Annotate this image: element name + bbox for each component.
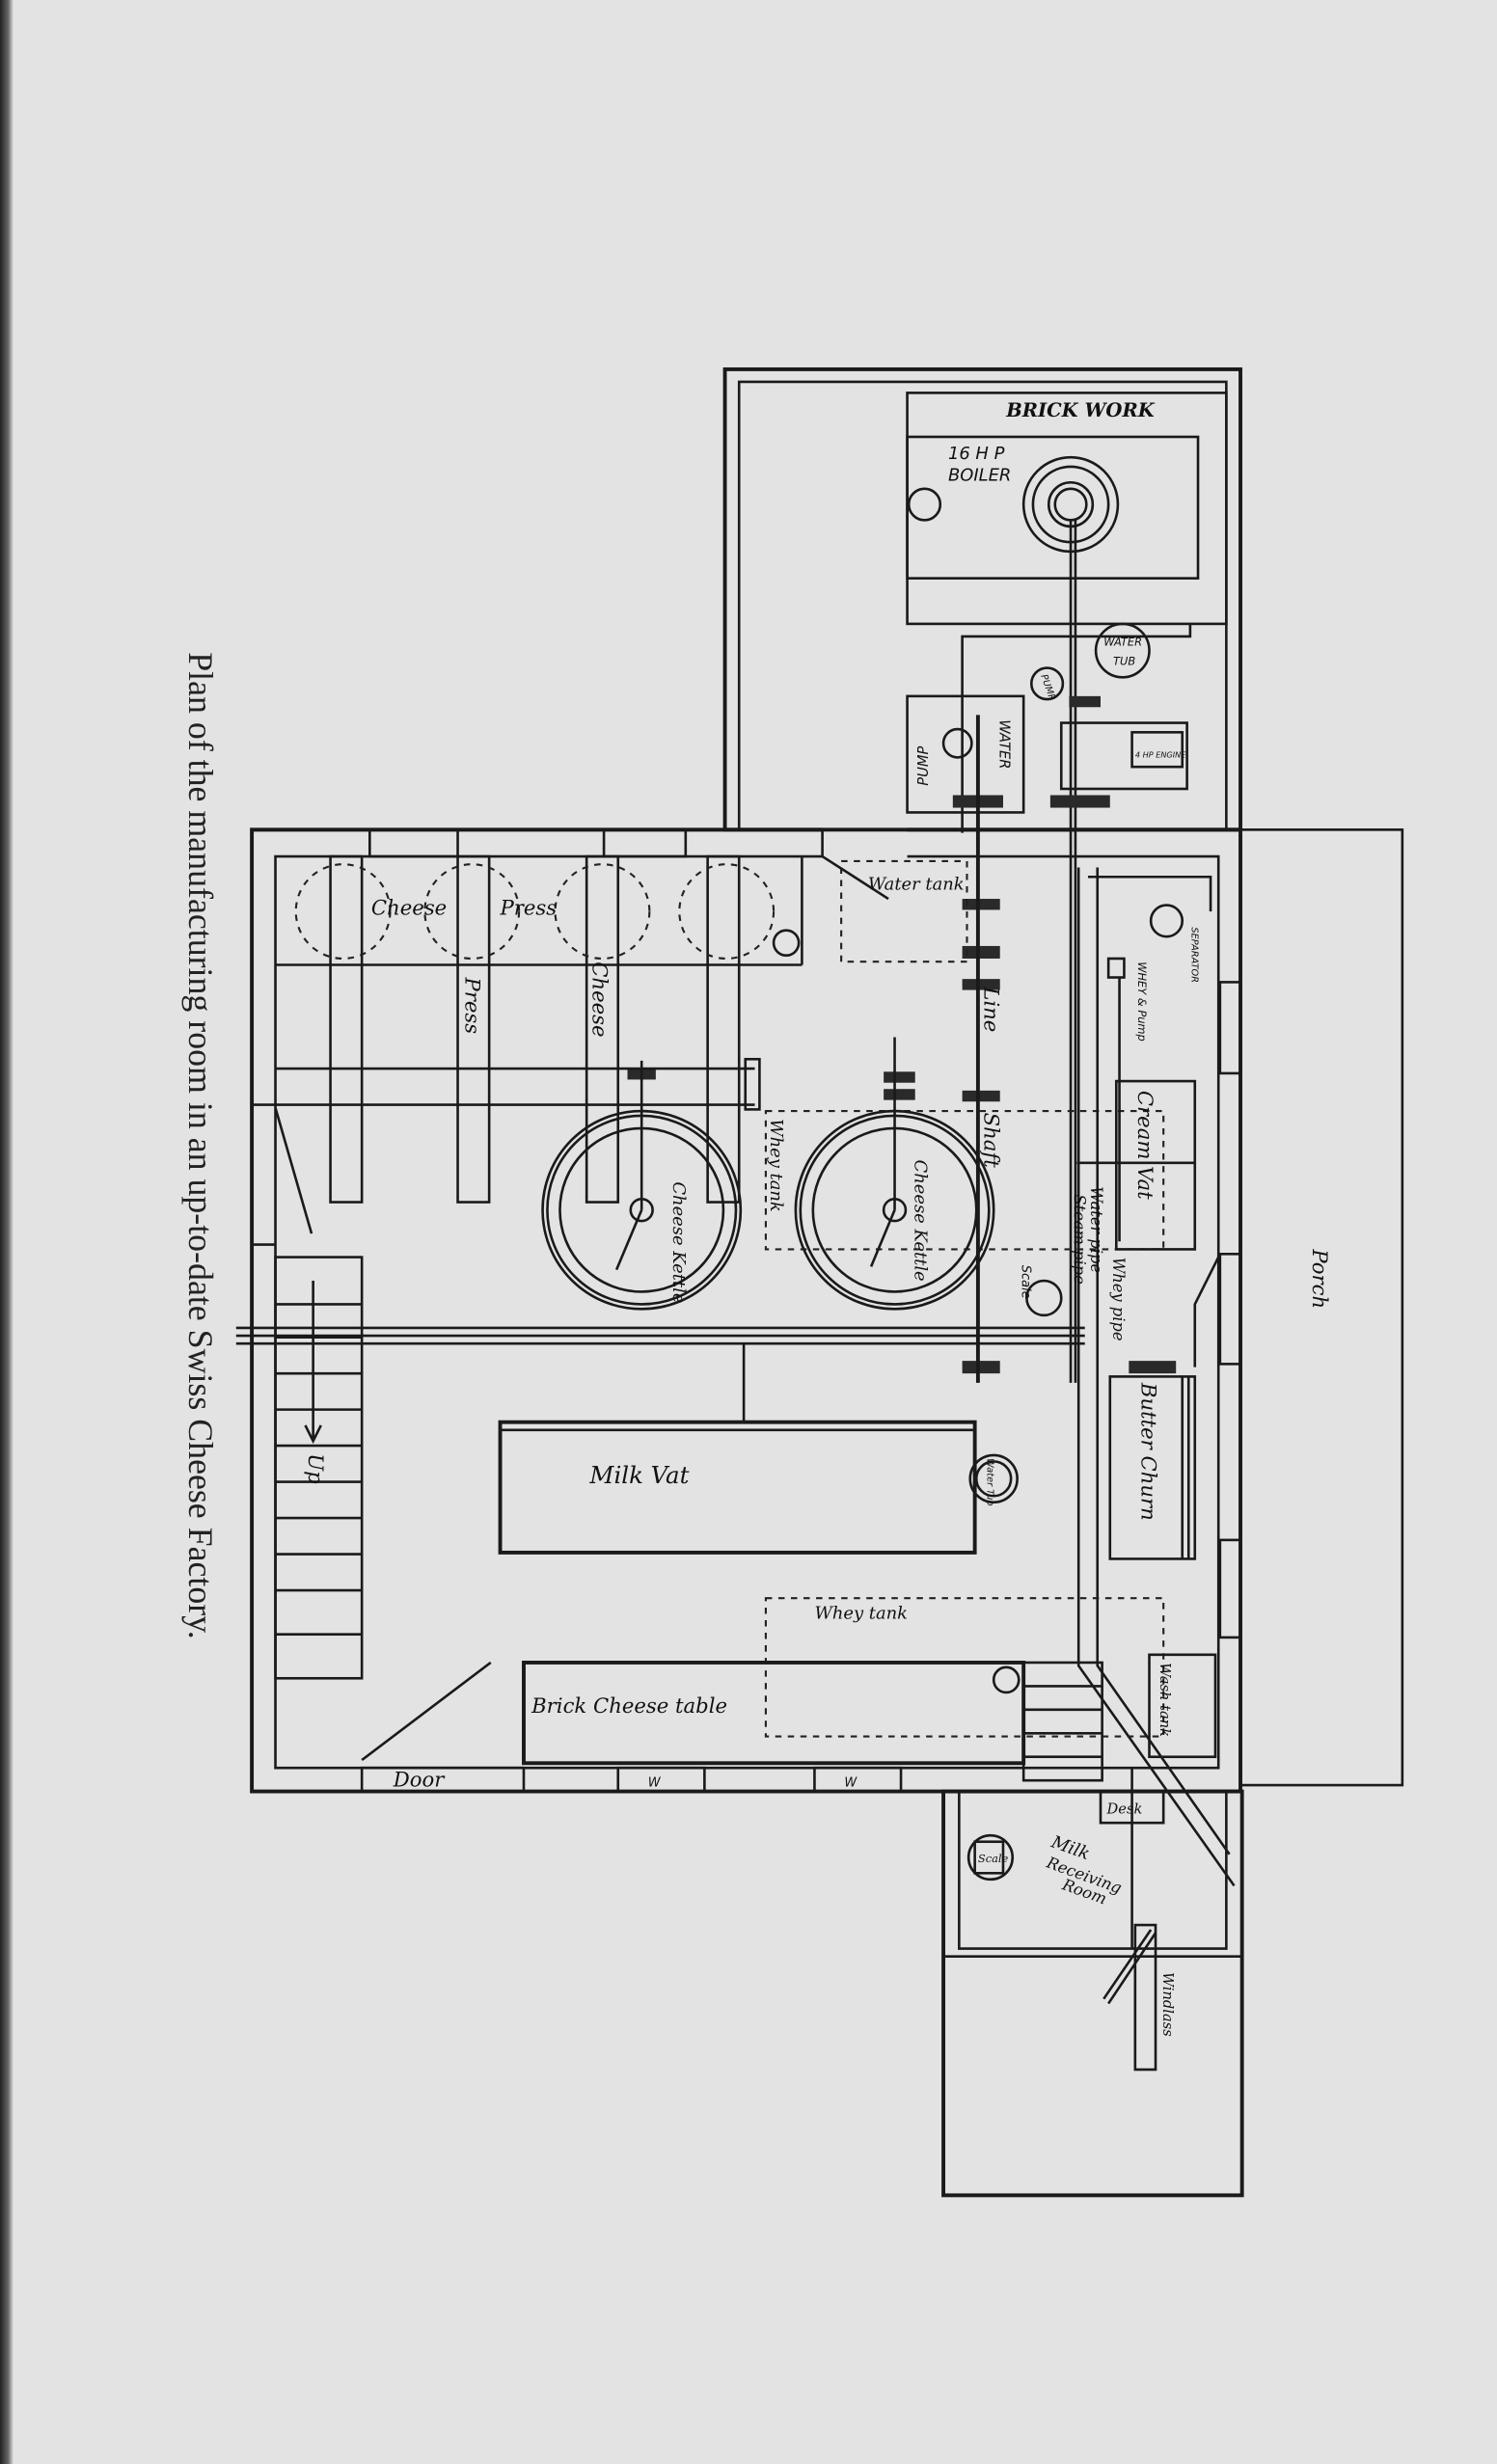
- water-tub: [1094, 622, 1151, 679]
- cheese-kettle-2: [794, 1037, 995, 1311]
- label-scale-kettle: Scale: [1019, 1265, 1033, 1299]
- label-windlass: Windlass: [1159, 1972, 1176, 2037]
- separator: [1149, 904, 1184, 938]
- label-press-vertical: Press: [461, 977, 485, 1035]
- butter-churn: [1108, 1375, 1197, 1560]
- label-steam-pipe: Steam pipe: [1070, 1194, 1088, 1284]
- label-whey-tank-lower: Whey tank: [814, 1603, 908, 1623]
- label-water-pump-1: WATER: [996, 719, 1013, 769]
- label-window-2: W: [844, 1776, 857, 1791]
- windlass: [1133, 1923, 1157, 2071]
- wash-tank: [1148, 1653, 1217, 1759]
- cheese-kettle-1: [541, 1060, 743, 1311]
- manufacturing-room: Cheese Press Press Cheese Water tank Lin…: [235, 715, 1242, 1887]
- label-window-1: W: [648, 1776, 662, 1791]
- label-whey-tank-upper: Whey tank: [766, 1119, 786, 1212]
- label-water-pump-2: PUMP: [915, 746, 932, 786]
- label-water-tub-2: TUB: [1113, 654, 1135, 667]
- engine-bed: [1059, 721, 1188, 791]
- label-water-tub-2: Water Tub: [985, 1458, 995, 1505]
- label-cream-vat: Cream Vat: [1133, 1091, 1157, 1200]
- cream-vat: [1114, 1079, 1197, 1251]
- label-water-tank: Water tank: [868, 874, 965, 894]
- label-press: Press: [500, 895, 558, 919]
- label-door: Door: [393, 1768, 446, 1792]
- figure-caption: Plan of the manufacturing room in an up-…: [181, 652, 220, 1639]
- scale: [966, 1833, 1015, 1882]
- label-cheese-kettle-2: Cheese Kettle: [911, 1160, 931, 1282]
- label-water-pipe: Water pipe: [1087, 1186, 1105, 1273]
- label-whey-pipe: Whey pipe: [1109, 1258, 1128, 1341]
- label-desk: Desk: [1106, 1801, 1143, 1817]
- pump-small: [1030, 666, 1065, 701]
- press-beam: [706, 854, 741, 1204]
- label-wash-tank: Wash tank: [1157, 1663, 1173, 1737]
- press-beam: [585, 854, 620, 1204]
- page-binding-edge: [0, 0, 14, 2464]
- label-boiler-hp: 16 H P: [948, 444, 1005, 464]
- label-up: Up: [304, 1453, 328, 1484]
- label-butter-churn: Butter Churn: [1136, 1382, 1160, 1521]
- label-whey-pump: WHEY & Pump: [1135, 961, 1149, 1042]
- staircase: Up: [274, 1256, 364, 1680]
- porch: Porch: [1238, 828, 1404, 1787]
- milk-vat: [498, 1420, 977, 1555]
- label-cheese-kettle-1: Cheese Kettle: [668, 1181, 689, 1303]
- label-cheese-press: Cheese: [371, 895, 447, 919]
- label-cheese-vertical: Cheese: [588, 961, 612, 1037]
- press-beam: [456, 854, 491, 1204]
- label-porch: Porch: [1308, 1248, 1332, 1309]
- label-shaft: Shaft: [979, 1113, 1003, 1169]
- label-line: Line: [979, 986, 1003, 1032]
- water-pump: [906, 694, 1025, 814]
- boiler-room: BRICK WORK 16 H P BOILER WATER TUB PUMP …: [722, 366, 1242, 1383]
- pulley-blocks: [627, 695, 1177, 1374]
- brick-work: [906, 392, 1228, 626]
- label-milk-vat: Milk Vat: [588, 1461, 689, 1489]
- label-brick-work: BRICK WORK: [1005, 399, 1155, 421]
- label-brick-cheese-table: Brick Cheese table: [531, 1693, 727, 1718]
- label-engine: 4 HP ENGINE: [1135, 749, 1186, 759]
- label-boiler: BOILER: [948, 466, 1011, 486]
- press-beam: [329, 854, 364, 1204]
- label-water-tub: WATER: [1103, 636, 1142, 649]
- label-scale-room: Scale: [978, 1852, 1009, 1865]
- whey-pump: [1106, 957, 1126, 979]
- label-separator: SEPARATOR: [1189, 927, 1200, 983]
- boiler: [906, 435, 1200, 580]
